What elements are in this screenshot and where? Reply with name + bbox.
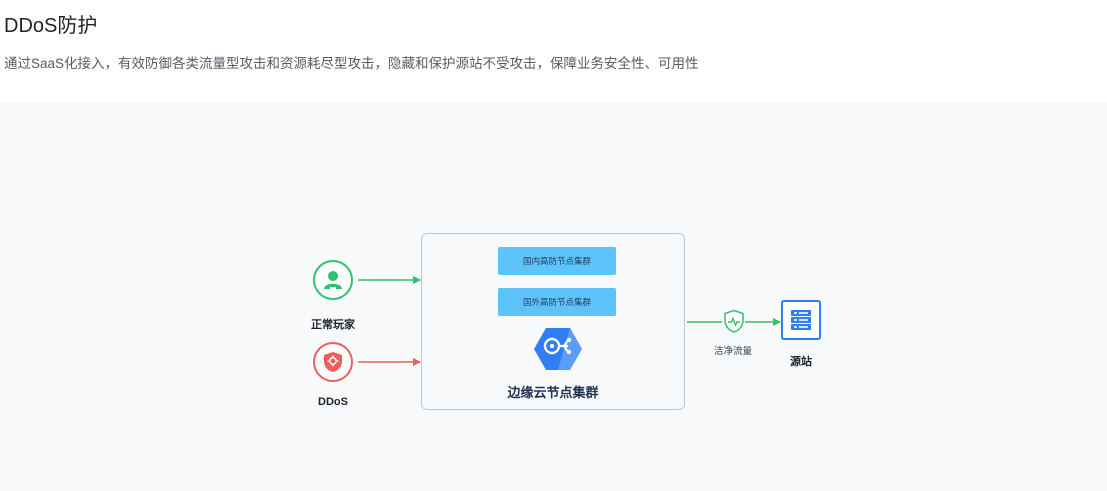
player-node: [313, 260, 353, 300]
user-icon: [324, 271, 342, 289]
architecture-diagram: 正常玩家 DDoS 国内高防节点集群 国外高防节点集群 边缘云节点集群 洁净流量: [0, 102, 1107, 491]
ddos-node: [313, 342, 353, 382]
server-icon: [791, 310, 811, 330]
overseas-node-cluster: 国外高防节点集群: [498, 288, 616, 316]
clean-flow-label: 洁净流量: [714, 346, 753, 357]
domestic-node-cluster: 国内高防节点集群: [498, 247, 616, 275]
origin-label: 源站: [790, 356, 812, 368]
page-title: DDoS防护: [4, 15, 98, 37]
player-label: 正常玩家: [311, 319, 355, 331]
page-description: 通过SaaS化接入，有效防御各类流量型攻击和资源耗尽型攻击，隐藏和保护源站不受攻…: [4, 56, 699, 71]
shield-pulse-icon: [724, 309, 744, 333]
attack-shield-icon: [324, 352, 342, 372]
edge-cluster-box: 国内高防节点集群 国外高防节点集群 边缘云节点集群: [421, 233, 685, 410]
origin-server-node: [781, 300, 821, 340]
edge-cloud-icon: [534, 328, 582, 370]
connector-lines: [358, 276, 781, 366]
edge-cluster-label: 边缘云节点集群: [507, 385, 599, 400]
ddos-label: DDoS: [318, 396, 348, 408]
